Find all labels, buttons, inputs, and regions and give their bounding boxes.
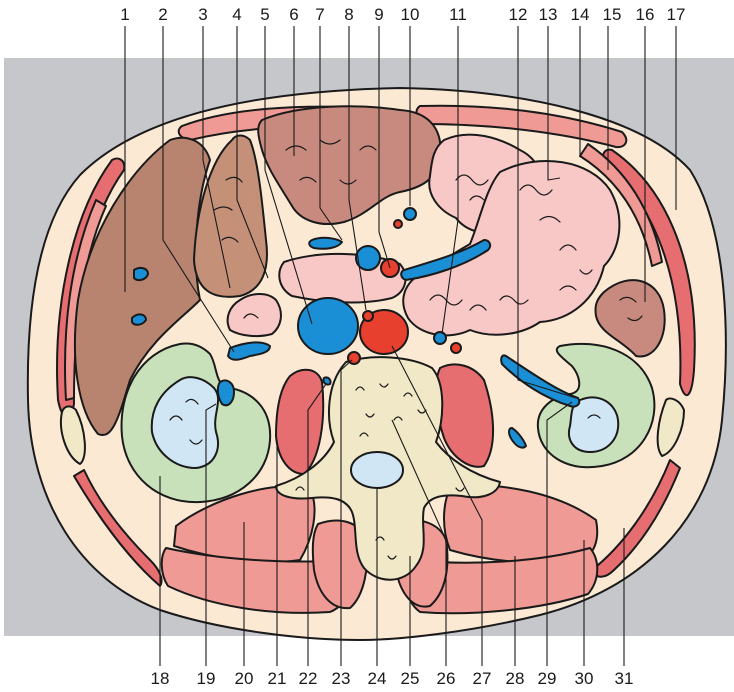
label-3: 3 (198, 5, 207, 24)
label-27: 27 (473, 669, 492, 688)
label-9: 9 (374, 5, 383, 24)
small-artery-8 (363, 311, 373, 321)
label-10: 10 (401, 5, 420, 24)
label-13: 13 (539, 5, 558, 24)
label-7: 7 (315, 5, 324, 24)
label-25: 25 (401, 669, 420, 688)
label-20: 20 (235, 669, 254, 688)
testicular-vein-small (323, 377, 330, 384)
label-19: 19 (197, 669, 216, 688)
small-artery-10 (394, 220, 402, 228)
label-5: 5 (260, 5, 269, 24)
label-21: 21 (268, 669, 287, 688)
hepatic-vein-1 (134, 268, 148, 280)
bottom-labels: 18 19 20 21 22 23 24 25 26 27 28 29 30 3… (151, 669, 634, 688)
label-11: 11 (449, 5, 467, 24)
small-vein-11 (434, 332, 446, 344)
label-18: 18 (151, 669, 170, 688)
label-15: 15 (603, 5, 622, 24)
label-8: 8 (344, 5, 353, 24)
label-12: 12 (509, 5, 528, 24)
label-2: 2 (158, 5, 167, 24)
label-29: 29 (538, 669, 557, 688)
label-26: 26 (437, 669, 456, 688)
label-23: 23 (332, 669, 351, 688)
spinal-canal (351, 452, 403, 488)
label-6: 6 (289, 5, 298, 24)
label-22: 22 (299, 669, 318, 688)
label-16: 16 (636, 5, 655, 24)
label-14: 14 (571, 5, 590, 24)
label-17: 17 (667, 5, 686, 24)
label-31: 31 (615, 669, 634, 688)
label-24: 24 (368, 669, 387, 688)
hepatic-vein-2 (132, 314, 146, 324)
gonadal-vein-left (218, 380, 234, 405)
label-30: 30 (575, 669, 594, 688)
label-4: 4 (232, 5, 241, 24)
label-28: 28 (506, 669, 525, 688)
small-vessel-10 (404, 208, 416, 220)
small-artery-11 (451, 343, 461, 353)
label-1: 1 (120, 5, 129, 24)
top-labels: 1 2 3 4 5 6 7 8 9 10 11 12 13 14 15 16 1… (120, 5, 685, 24)
portal-vein-branch (309, 238, 342, 249)
